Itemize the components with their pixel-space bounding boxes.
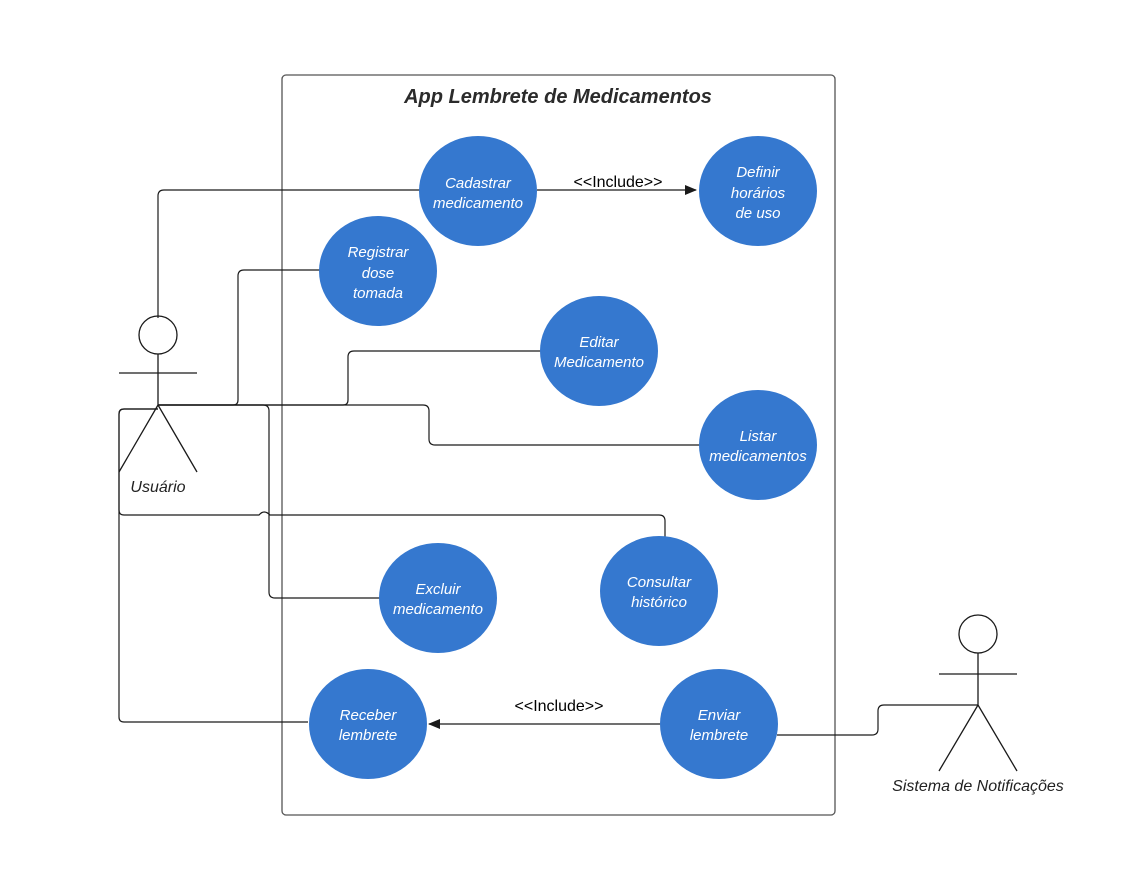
svg-text:lembrete: lembrete: [339, 727, 397, 744]
actor-sistema-notificacoes[interactable]: Sistema de Notificações: [892, 614, 1064, 795]
assoc-user-excluir: [158, 404, 380, 599]
svg-text:Consultar: Consultar: [627, 574, 692, 591]
svg-text:dose: dose: [362, 265, 395, 282]
include-label-bottom: <<Include>>: [515, 698, 604, 715]
usecase-excluir-medicamento[interactable]: Excluir medicamento: [379, 543, 497, 653]
svg-text:tomada: tomada: [353, 285, 403, 302]
svg-text:Receber: Receber: [340, 707, 398, 724]
svg-text:Definir: Definir: [736, 164, 780, 181]
svg-text:lembrete: lembrete: [690, 727, 748, 744]
svg-text:medicamento: medicamento: [393, 601, 483, 618]
usecase-consultar-historico[interactable]: Consultar histórico: [600, 536, 718, 646]
svg-text:medicamentos: medicamentos: [709, 448, 807, 465]
svg-text:medicamento: medicamento: [433, 195, 523, 212]
assoc-notif-enviar: [777, 704, 978, 736]
svg-text:Editar: Editar: [579, 334, 619, 351]
actor-notif-label: Sistema de Notificações: [892, 778, 1064, 795]
usecase-registrar-dose[interactable]: Registrar dose tomada: [319, 216, 437, 326]
actor-notif-head: [958, 614, 998, 654]
actor-usuario-head: [138, 315, 178, 355]
svg-text:Cadastrar: Cadastrar: [445, 175, 512, 192]
actor-usuario-body: [118, 354, 198, 473]
svg-text:de uso: de uso: [735, 205, 780, 222]
system-title: App Lembrete de Medicamentos: [403, 86, 712, 108]
usecase-cadastrar-medicamento[interactable]: Cadastrar medicamento: [419, 136, 537, 246]
assoc-user-listar: [158, 404, 700, 446]
usecase-listar-medicamentos[interactable]: Listar medicamentos: [699, 390, 817, 500]
actor-notif-body: [938, 653, 1018, 772]
actor-usuario[interactable]: Usuário: [118, 315, 198, 496]
usecase-enviar-lembrete[interactable]: Enviar lembrete: [660, 669, 778, 779]
include-label-top: <<Include>>: [574, 174, 663, 191]
assoc-user-receber: [118, 408, 308, 723]
svg-text:histórico: histórico: [631, 594, 687, 611]
svg-text:horários: horários: [731, 185, 786, 202]
svg-text:Listar: Listar: [740, 428, 778, 445]
svg-text:Registrar: Registrar: [348, 244, 410, 261]
svg-text:Excluir: Excluir: [415, 581, 461, 598]
svg-text:Enviar: Enviar: [698, 707, 742, 724]
usecase-definir-horarios[interactable]: Definir horários de uso: [699, 136, 817, 246]
actor-usuario-label: Usuário: [130, 479, 185, 496]
assoc-user-cadastrar: [157, 189, 420, 318]
svg-text:Medicamento: Medicamento: [554, 354, 644, 371]
usecase-editar-medicamento[interactable]: Editar Medicamento: [540, 296, 658, 406]
usecase-receber-lembrete[interactable]: Receber lembrete: [309, 669, 427, 779]
